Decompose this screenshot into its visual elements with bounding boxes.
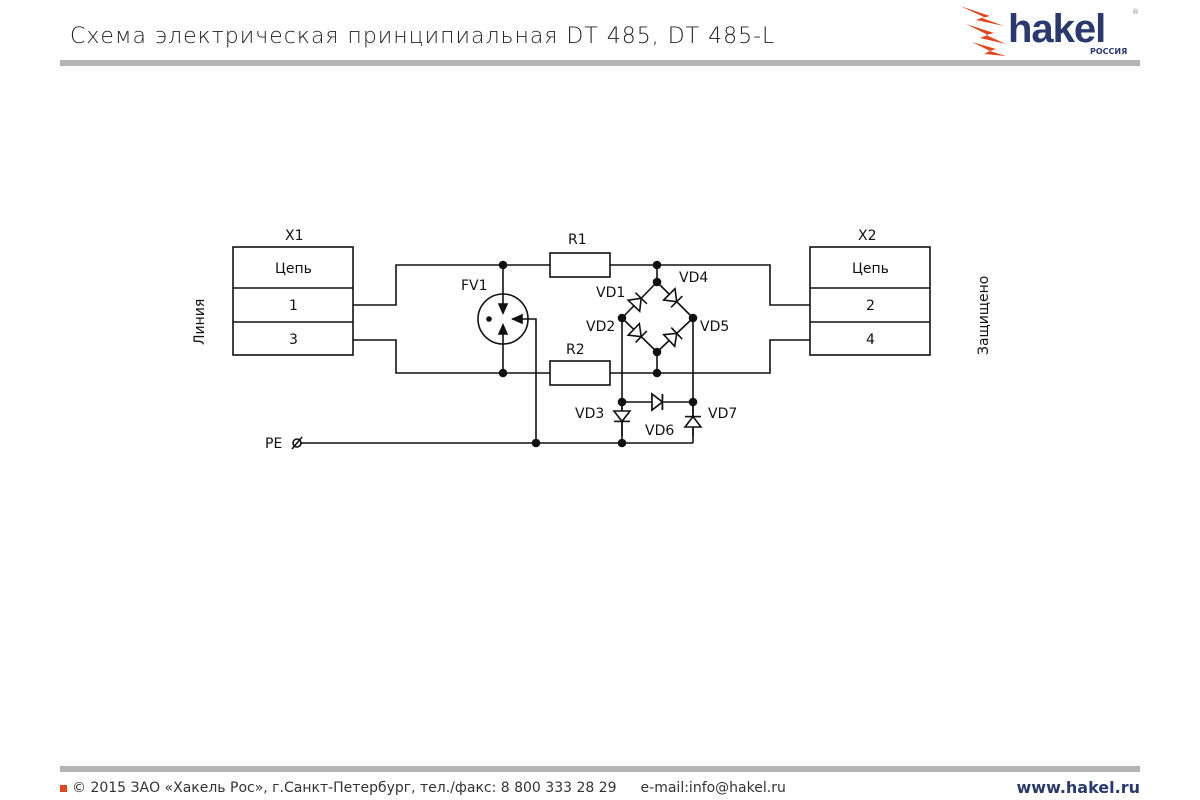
lightning-icon: hakel РОССИЯ ® <box>960 6 1139 56</box>
diode-vd2 <box>626 321 643 338</box>
x2-pin-4: 4 <box>866 332 875 348</box>
vd7-label: VD7 <box>708 406 737 422</box>
pe-terminal <box>291 436 303 450</box>
junction-dot <box>652 368 662 378</box>
hakel-logo: hakel РОССИЯ ® <box>960 2 1140 56</box>
logo-text: hakel <box>1008 7 1105 51</box>
dot <box>486 316 492 322</box>
junction-dot <box>617 313 627 323</box>
vd6-label: VD6 <box>645 423 674 439</box>
junction-dot <box>617 397 627 407</box>
resistor-r2 <box>549 360 611 386</box>
junction-dot <box>531 438 541 448</box>
page-title: Схема электрическая принципиальная DT 48… <box>70 24 776 49</box>
diode-vd6 <box>651 392 664 412</box>
diode-vd2 <box>635 330 648 343</box>
x1-label: X1 <box>285 228 304 244</box>
junction-dot <box>652 277 662 287</box>
diode-vd7 <box>683 415 703 428</box>
header-rule <box>60 60 1140 66</box>
wire <box>353 264 550 306</box>
pe-terminal <box>292 438 302 448</box>
junction-dot <box>652 260 662 270</box>
arrow-icon <box>497 303 509 315</box>
diode-vd5 <box>670 326 683 340</box>
resistor-r1 <box>549 252 611 278</box>
arrow-icon <box>497 323 509 335</box>
vd3-label: VD3 <box>575 406 604 422</box>
x1-pin-3: 3 <box>289 332 298 348</box>
vd5-label: VD5 <box>700 319 729 335</box>
diode-vd1 <box>634 292 648 305</box>
vd4-label: VD4 <box>679 270 708 286</box>
fv1-label: FV1 <box>461 278 488 294</box>
diode-vd4 <box>670 295 683 308</box>
wire <box>353 339 550 374</box>
junction-dot <box>498 260 508 270</box>
diode-vd3 <box>612 410 632 423</box>
x2-header: Цепь <box>852 261 889 277</box>
junction-dot <box>617 438 627 448</box>
diode-vd4 <box>661 286 678 303</box>
vd1-label: VD1 <box>596 285 625 301</box>
website-link[interactable]: www.hakel.ru <box>1016 778 1141 797</box>
x1-header: Цепь <box>275 261 312 277</box>
r1-label: R1 <box>568 232 587 248</box>
r2-label: R2 <box>566 342 585 358</box>
vd2-label: VD2 <box>586 319 615 335</box>
x2-pin-2: 2 <box>866 298 875 314</box>
wire <box>512 318 537 443</box>
junction-dot <box>652 347 662 357</box>
arrow-icon <box>511 313 523 325</box>
footer: © 2015 ЗАО «Хакель Рос», г.Санкт-Петербу… <box>60 780 786 796</box>
diode-vd1 <box>626 297 643 314</box>
pe-label: PE <box>265 436 282 452</box>
email-link[interactable]: e-mail:info@hakel.ru <box>640 780 786 796</box>
wire <box>610 264 810 306</box>
bullet-icon <box>60 784 67 792</box>
diode-vd5 <box>661 332 678 349</box>
junction-dot <box>688 313 698 323</box>
footer-rule <box>60 766 1140 772</box>
logo-mark: ® <box>1132 8 1139 16</box>
x1-side-label: Линия <box>192 299 208 345</box>
wire <box>610 339 810 374</box>
logo-sub: РОССИЯ <box>1090 47 1127 56</box>
junction-dot <box>688 397 698 407</box>
x2-side-label: Защищено <box>976 276 992 355</box>
junction-dot <box>498 368 508 378</box>
x1-pin-1: 1 <box>289 298 298 314</box>
x2-label: X2 <box>858 228 877 244</box>
terminal-x1 <box>232 246 931 356</box>
copyright: © 2015 ЗАО «Хакель Рос», г.Санкт-Петербу… <box>72 780 617 796</box>
